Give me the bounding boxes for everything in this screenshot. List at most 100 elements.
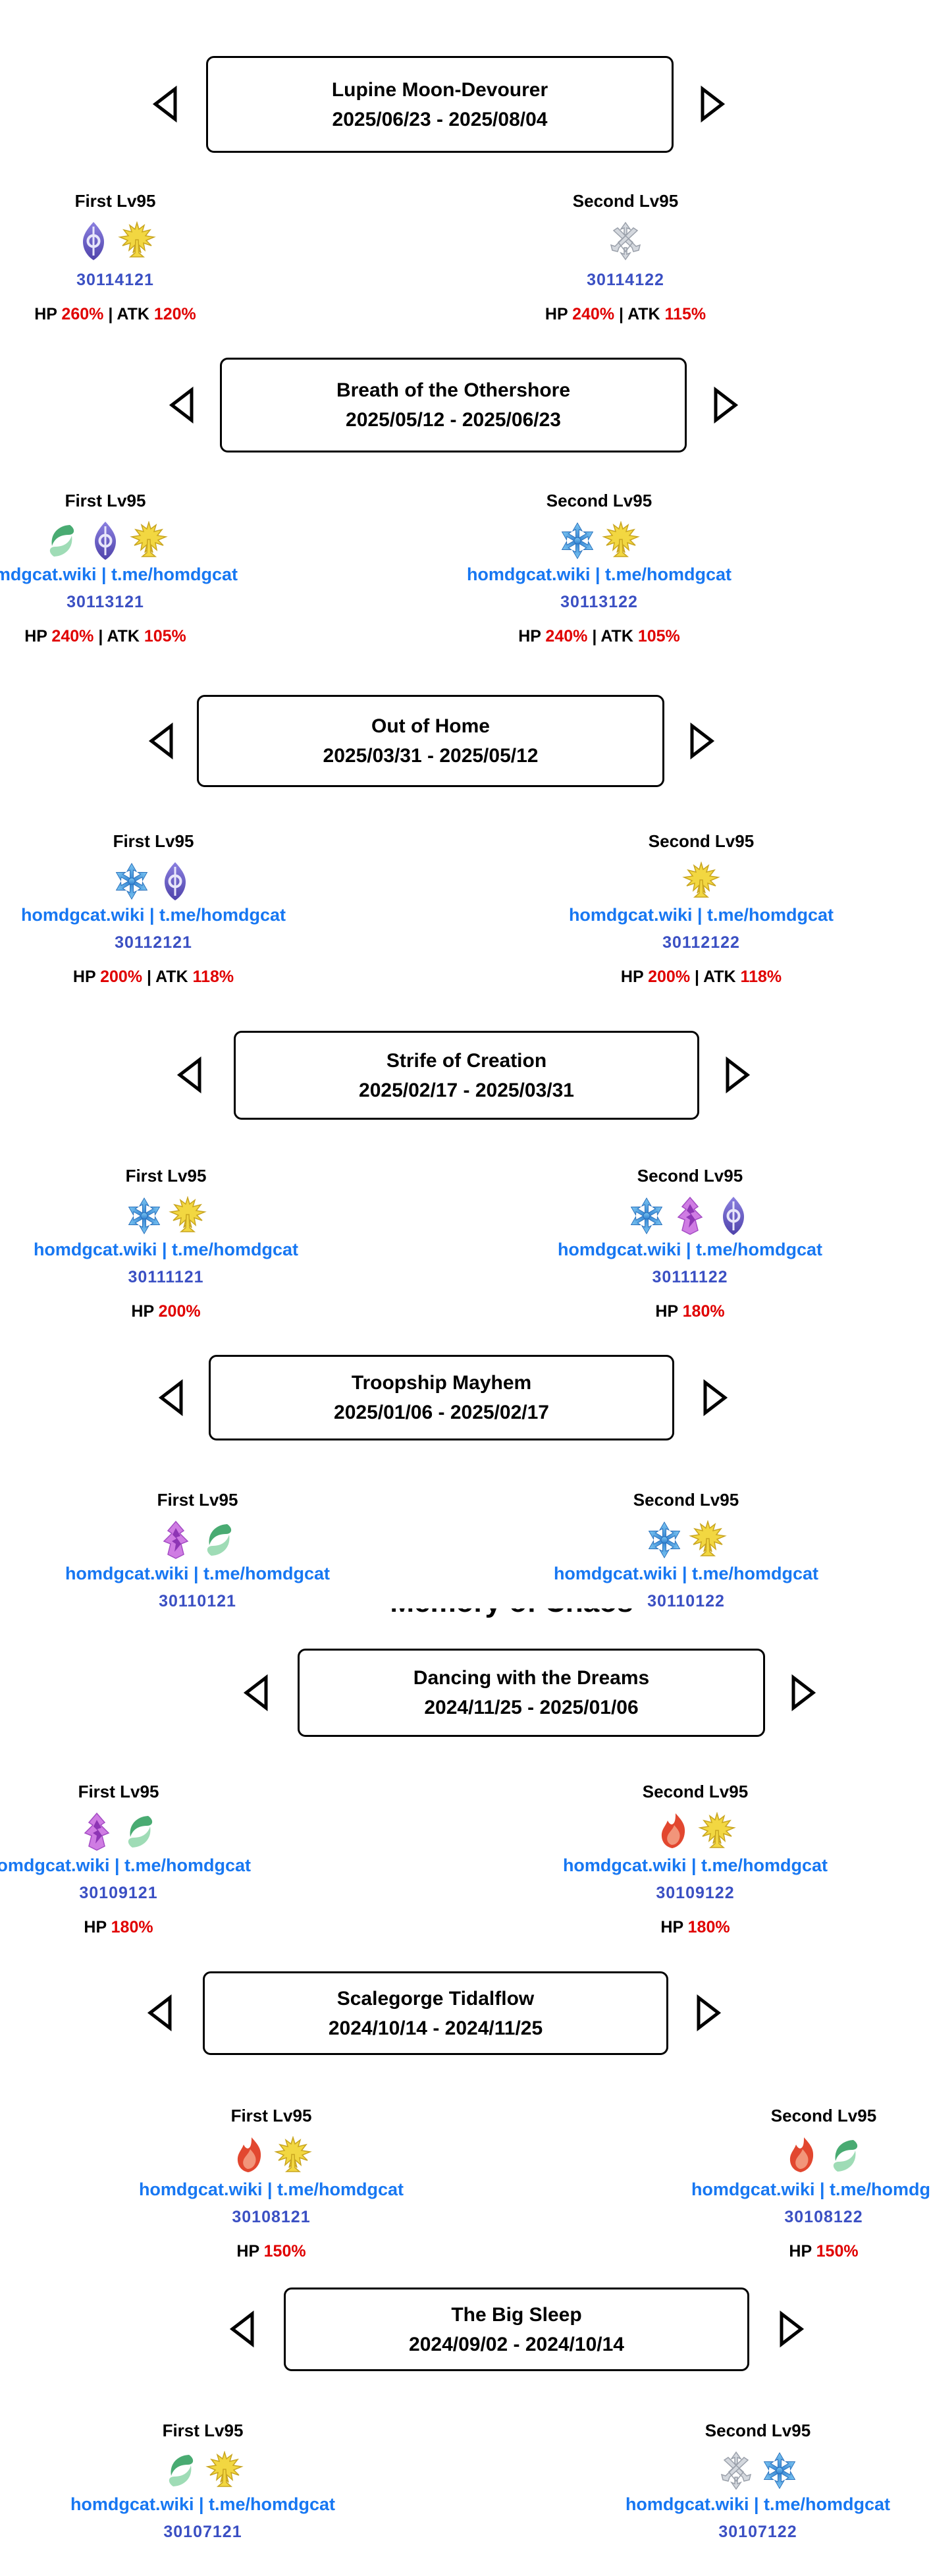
phase-title-box: Dancing with the Dreams 2024/11/25 - 202…	[298, 1649, 765, 1737]
right-triangle-icon	[701, 86, 726, 123]
enemy-stats-line: HP 180%	[532, 1302, 848, 1321]
watermark-link[interactable]: homdgcat.wiki | t.me/homdgcat	[65, 1564, 331, 1583]
half-label: First Lv95	[125, 1166, 207, 1186]
quantum-element-icon	[165, 862, 186, 900]
wind-element-icon	[49, 525, 74, 557]
stats-separator: |	[695, 968, 700, 986]
hp-value: 260%	[61, 305, 104, 323]
weakness-icons	[113, 2135, 429, 2176]
physical-element-icon	[610, 221, 641, 261]
atk-value: 115%	[664, 305, 706, 323]
next-phase-arrow-button[interactable]	[724, 1056, 753, 1093]
atk-value: 118%	[740, 968, 782, 986]
prev-phase-arrow-button[interactable]	[241, 1674, 270, 1711]
imaginary-element-icon	[602, 521, 640, 557]
phase-date-range: 2025/01/06 - 2025/02/17	[334, 1402, 549, 1423]
weakness-icons	[45, 2450, 361, 2491]
phase-title-box: Strife of Creation 2025/02/17 - 2025/03/…	[234, 1031, 699, 1120]
phase-name: Lupine Moon-Devourer	[331, 78, 548, 101]
hp-label: HP	[236, 2242, 259, 2261]
phase-title-box: Breath of the Othershore 2025/05/12 - 20…	[220, 358, 687, 452]
half-label: First Lv95	[157, 1490, 238, 1510]
enemy-stats-line	[40, 1626, 356, 1645]
right-triangle-icon	[697, 1994, 722, 2031]
stage-id: 30112122	[662, 933, 740, 952]
quantum-element-icon	[83, 222, 104, 260]
half-label: Second Lv95	[637, 1166, 743, 1186]
quantum-element-icon	[723, 1197, 744, 1235]
prev-phase-arrow-button[interactable]	[150, 86, 179, 123]
stage-id: 30107122	[718, 2523, 797, 2541]
watermark-link[interactable]: homdgcat.wiki | t.me/homdgcat	[562, 1855, 828, 1875]
phase-date-range: 2025/05/12 - 2025/06/23	[346, 409, 561, 431]
hp-value: 200%	[100, 968, 143, 986]
right-triangle-icon	[714, 387, 739, 424]
next-phase-arrow-button[interactable]	[699, 86, 728, 123]
prev-phase-arrow-button[interactable]	[156, 1379, 185, 1416]
watermark-link[interactable]: homdgcat.wiki | t.me/homdgcat	[138, 2179, 404, 2199]
weakness-icons	[528, 1520, 844, 1560]
watermark-link[interactable]: homdgcat.wiki | t.me/homdgcat	[557, 1240, 823, 1259]
half-label: Second Lv95	[633, 1490, 739, 1510]
atk-value: 120%	[153, 305, 196, 323]
half-label: First Lv95	[65, 491, 146, 510]
ice-element-icon	[561, 522, 594, 559]
left-triangle-icon	[147, 1994, 172, 2031]
fire-element-icon	[661, 1813, 685, 1848]
watermark-link[interactable]: homdgcat.wiki | t.me/homdgcat	[0, 1855, 252, 1875]
weakness-icons	[467, 221, 784, 261]
next-phase-arrow-button[interactable]	[789, 1674, 818, 1711]
ice-element-icon	[648, 1521, 681, 1558]
left-triangle-icon	[243, 1674, 268, 1711]
left-triangle-icon	[229, 2311, 254, 2347]
next-phase-arrow-button[interactable]	[688, 723, 717, 759]
hp-value: 180%	[111, 1918, 153, 1936]
half-label: First Lv95	[230, 2106, 312, 2125]
phase-title-box: Out of Home 2025/03/31 - 2025/05/12	[197, 695, 664, 787]
watermark-link[interactable]: homdgcat.wiki | t.me/homdgcat	[0, 564, 238, 584]
hp-value: 180%	[682, 1302, 725, 1321]
watermark-link[interactable]: homdgcat.wiki | t.me/homdgcat	[70, 2494, 336, 2514]
weakness-icons	[0, 861, 311, 902]
atk-value: 105%	[637, 627, 680, 645]
watermark-link[interactable]: homdgcat.wiki | t.me/homdgcat	[466, 564, 732, 584]
next-phase-arrow-button[interactable]	[712, 387, 741, 424]
imaginary-element-icon	[689, 1520, 727, 1556]
prev-phase-arrow-button[interactable]	[174, 1056, 203, 1093]
prev-phase-arrow-button[interactable]	[145, 1994, 174, 2031]
next-phase-arrow-button[interactable]	[778, 2311, 807, 2347]
half-label: Second Lv95	[770, 2106, 877, 2125]
watermark-link[interactable]: homdgcat.wiki | t.me/homdgcat	[691, 2179, 931, 2199]
phase-date-range: 2025/06/23 - 2025/08/04	[332, 108, 548, 130]
prev-phase-arrow-button[interactable]	[227, 2311, 256, 2347]
watermark-link[interactable]: homdgcat.wiki | t.me/homdgcat	[625, 2494, 891, 2514]
weakness-icons	[600, 2450, 916, 2491]
atk-label: ATK	[155, 968, 188, 986]
second-team-column: Second Lv95 homdgcat.wiki | t.me/homdgca…	[441, 491, 757, 646]
half-label: First Lv95	[74, 191, 156, 211]
stage-id: 30114121	[76, 271, 154, 289]
prev-phase-arrow-button[interactable]	[146, 723, 175, 759]
watermark-link[interactable]: homdgcat.wiki | t.me/homdgcat	[553, 1564, 819, 1583]
left-triangle-icon	[176, 1056, 201, 1093]
hp-value: 150%	[816, 2242, 859, 2261]
watermark-link[interactable]: homdgcat.wiki | t.me/homdgcat	[568, 905, 834, 925]
stage-id: 30107121	[163, 2523, 242, 2541]
atk-label: ATK	[600, 627, 633, 645]
second-team-column: Second Lv95 homdgcat.wiki | t.me/homdgca…	[537, 1782, 853, 1937]
prev-phase-arrow-button[interactable]	[167, 387, 196, 424]
imaginary-element-icon	[169, 1196, 207, 1232]
clipped-memory-of-chaos-heading: Memory of Chaos	[380, 1608, 643, 1620]
weakness-icons	[8, 1195, 324, 1236]
half-label: Second Lv95	[642, 1782, 749, 1801]
fire-element-icon	[237, 2137, 261, 2172]
atk-value: 118%	[192, 968, 234, 986]
stage-id: 30110121	[159, 1592, 236, 1610]
stage-id: 30113121	[66, 593, 144, 611]
watermark-link[interactable]: homdgcat.wiki | t.me/homdgcat	[20, 905, 286, 925]
next-phase-arrow-button[interactable]	[701, 1379, 730, 1416]
watermark-link[interactable]: homdgcat.wiki | t.me/homdgcat	[33, 1240, 299, 1259]
atk-label: ATK	[703, 968, 736, 986]
hp-label: HP	[72, 968, 96, 986]
next-phase-arrow-button[interactable]	[695, 1994, 724, 2031]
